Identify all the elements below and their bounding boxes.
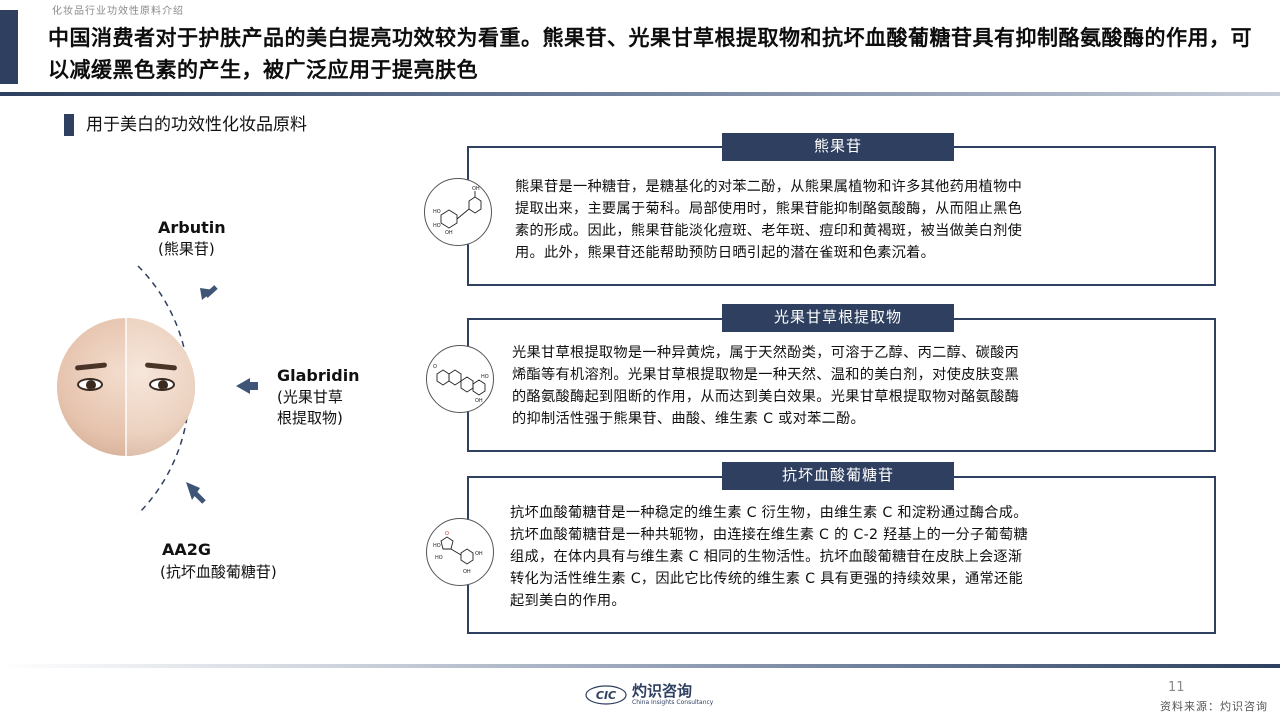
card-arbutin-line-1: 熊果苷是一种糖苷，是糖基化的对苯二酚，从熊果属植物和许多其他药用植物中 — [515, 179, 1023, 195]
card-aa2g — [467, 476, 1216, 634]
footer-divider — [0, 664, 1280, 668]
svg-text:OH: OH — [475, 398, 483, 404]
label-aa2g-en: AA2G — [162, 540, 212, 559]
header-divider — [0, 92, 1280, 96]
arrow-glabridin-icon — [236, 378, 258, 394]
label-aa2g-cn: (抗坏血酸葡糖苷) — [160, 563, 277, 581]
svg-text:HO: HO — [433, 223, 441, 229]
svg-text:HO: HO — [433, 543, 441, 549]
section-marker — [64, 114, 74, 136]
card-glabridin-tag: 光果甘草根提取物 — [722, 304, 954, 332]
label-glabridin-cn-2: 根提取物) — [277, 409, 343, 427]
label-arbutin-cn: (熊果苷) — [158, 240, 215, 258]
face-divider — [125, 318, 127, 456]
logo-en: China Insights Consultancy — [632, 699, 714, 706]
cic-logo-icon: CIC — [584, 684, 628, 706]
breadcrumb: 化妆品行业功效性原料介绍 — [52, 6, 184, 17]
card-glabridin-text: 光果甘草根提取物是一种异黄烷，属于天然酚类，可溶于乙醇、丙二醇、碳酸丙 烯酯等有… — [512, 342, 1207, 430]
card-arbutin-line-2: 提取出来，主要属于菊科。局部使用时，熊果苷能抑制酪氨酸酶，从而阻止黑色 — [515, 201, 1023, 217]
card-aa2g-line-3: 组成，在体内具有与维生素 C 相同的生物活性。抗坏血酸葡糖苷在皮肤上会逐渐 — [510, 549, 1023, 565]
left-eye — [77, 378, 103, 391]
card-glabridin — [467, 318, 1216, 452]
card-arbutin-tag: 熊果苷 — [722, 133, 954, 161]
source-note: 资料来源：灼识咨询 — [1160, 700, 1268, 713]
svg-text:HO: HO — [433, 209, 441, 215]
left-eyebrow — [74, 362, 108, 371]
glabridin-molecule-icon: O OH HO — [426, 345, 494, 413]
page-number: 11 — [1168, 680, 1185, 695]
face-illustration — [57, 318, 195, 456]
card-aa2g-line-5: 起到美白的作用。 — [510, 593, 626, 609]
arbutin-molecule-icon: OH HO HO OH — [424, 178, 492, 246]
svg-text:O: O — [433, 364, 437, 370]
card-arbutin-line-3: 素的形成。因此，熊果苷能淡化痘斑、老年斑、痘印和黄褐斑，被当做美白剂使 — [515, 223, 1023, 239]
card-glabridin-line-4: 的抑制活性强于熊果苷、曲酸、维生素 C 或对苯二酚。 — [512, 411, 866, 427]
label-glabridin-cn-1: (光果甘草 — [277, 388, 343, 406]
header-accent-bar — [0, 10, 18, 84]
card-arbutin-text: 熊果苷是一种糖苷，是糖基化的对苯二酚，从熊果属植物和许多其他药用植物中 提取出来… — [515, 176, 1205, 264]
logo-cn: 灼识咨询 — [632, 682, 693, 700]
label-arbutin-en: Arbutin — [158, 218, 226, 237]
arrow-aa2g-icon — [186, 482, 206, 504]
svg-text:OH: OH — [463, 569, 471, 575]
card-aa2g-text: 抗坏血酸葡糖苷是一种稳定的维生素 C 衍生物，由维生素 C 和淀粉通过酶合成。 … — [510, 502, 1210, 612]
card-arbutin-line-4: 用。此外，熊果苷还能帮助预防日晒引起的潜在雀斑和色素沉着。 — [515, 245, 936, 261]
arrow-arbutin-icon — [200, 285, 218, 300]
svg-text:HO: HO — [481, 374, 489, 380]
svg-text:OH: OH — [445, 230, 453, 236]
card-aa2g-tag: 抗坏血酸葡糖苷 — [722, 462, 954, 490]
aa2g-molecule-icon: O HO HO OH OH — [426, 518, 494, 586]
svg-text:HO: HO — [435, 555, 443, 561]
label-glabridin-en: Glabridin — [277, 366, 360, 385]
card-glabridin-line-1: 光果甘草根提取物是一种异黄烷，属于天然酚类，可溶于乙醇、丙二醇、碳酸丙 — [512, 345, 1020, 361]
card-aa2g-line-1: 抗坏血酸葡糖苷是一种稳定的维生素 C 衍生物，由维生素 C 和淀粉通过酶合成。 — [510, 505, 1028, 521]
svg-text:OH: OH — [472, 186, 480, 192]
right-eye — [149, 378, 175, 391]
svg-text:O: O — [445, 531, 449, 537]
card-aa2g-line-4: 转化为活性维生素 C，因此它比传统的维生素 C 具有更强的持续效果，通常还能 — [510, 571, 1023, 587]
card-glabridin-line-3: 的酪氨酸酶起到阻断的作用，从而达到美白效果。光果甘草根提取物对酪氨酸酶 — [512, 389, 1020, 405]
card-glabridin-line-2: 烯酯等有机溶剂。光果甘草根提取物是一种天然、温和的美白剂，对使皮肤变黑 — [512, 367, 1020, 383]
logo-mark-text: CIC — [596, 689, 616, 702]
svg-text:OH: OH — [475, 551, 483, 557]
section-title: 用于美白的功效性化妆品原料 — [86, 115, 307, 135]
card-aa2g-line-2: 抗坏血酸葡糖苷是一种共轭物，由连接在维生素 C 的 C-2 羟基上的一分子葡萄糖 — [510, 527, 1028, 543]
page-headline: 中国消费者对于护肤产品的美白提亮功效较为看重。熊果苷、光果甘草根提取物和抗坏血酸… — [48, 26, 1252, 82]
